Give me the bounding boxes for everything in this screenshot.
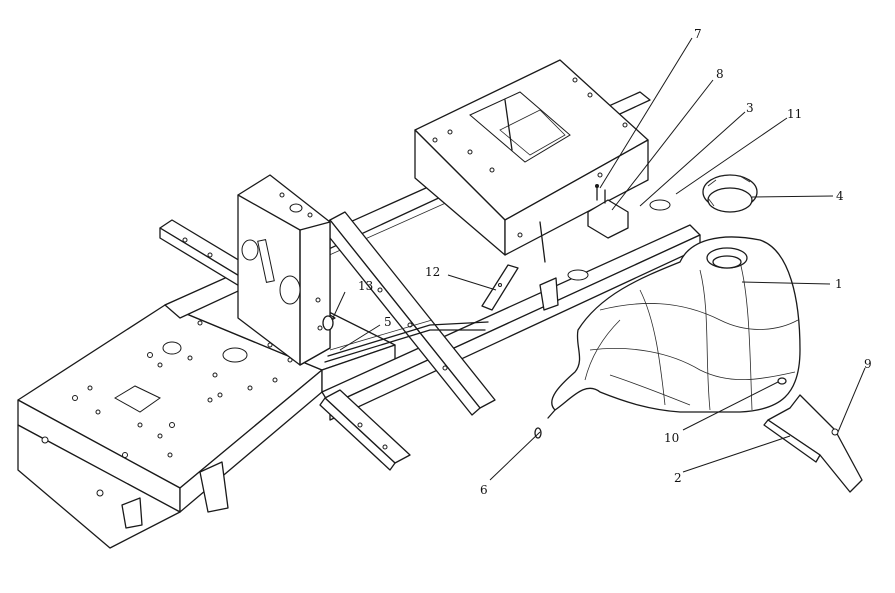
callout-2: 2: [674, 471, 682, 485]
fuel-tank: [547, 236, 801, 419]
bracket-tower: [237, 174, 331, 366]
leader-lines: [331, 37, 866, 481]
chassis-frame: [17, 59, 701, 549]
callout-labels: 1 2 3 4 5 6 7 8 9 10 11 12 13: [358, 27, 872, 497]
callout-1: 1: [835, 277, 843, 291]
linkage-rod: [324, 319, 489, 363]
callout-12: 12: [425, 265, 440, 279]
callout-7: 7: [694, 27, 702, 41]
fuel-cap: [702, 174, 758, 213]
cross-member-rear: [319, 389, 411, 471]
cross-member-mid: [321, 211, 496, 416]
callout-3: 3: [746, 101, 754, 115]
callout-13: 13: [358, 279, 373, 293]
callout-5: 5: [384, 315, 392, 329]
frame-feet: [121, 277, 559, 529]
callout-9: 9: [864, 357, 872, 371]
callout-4: 4: [836, 189, 844, 203]
tank-bracket: [763, 394, 863, 493]
small-parts: [322, 184, 787, 439]
callout-6: 6: [480, 483, 488, 497]
callout-8: 8: [716, 67, 724, 81]
callout-10: 10: [664, 431, 679, 445]
callout-11: 11: [787, 107, 802, 121]
